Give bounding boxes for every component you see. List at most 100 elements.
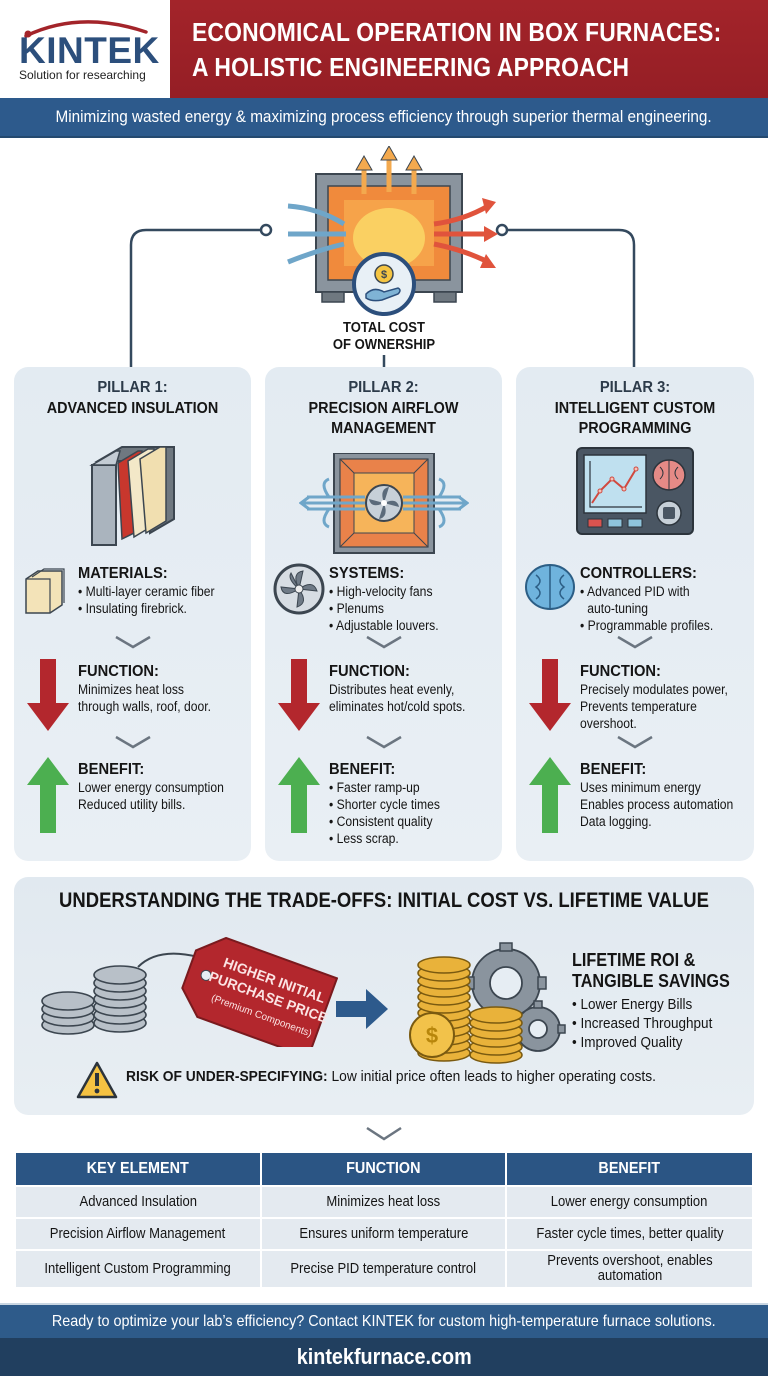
- benefit-text: • Shorter cycle times: [329, 797, 440, 812]
- table-cell: Precise PID temperature control: [262, 1251, 506, 1287]
- table-cell: Advanced Insulation: [16, 1187, 260, 1217]
- roi-list: • Lower Energy Bills • Increased Through…: [572, 995, 712, 1052]
- systems-item: • Plenums: [329, 601, 384, 616]
- risk-label: RISK OF UNDER-SPECIFYING:: [126, 1068, 328, 1085]
- pillar-number: PILLAR 2:: [348, 379, 419, 396]
- function-text: Distributes heat evenly,: [329, 682, 455, 697]
- roi-item: • Lower Energy Bills: [572, 996, 693, 1013]
- benefit-text: Data logging.: [580, 814, 652, 829]
- furnace-icon: $: [287, 146, 498, 316]
- arrow-down-red-icon: [529, 659, 571, 731]
- arrow-down-red-icon: [27, 659, 69, 731]
- pillar-number: PILLAR 3:: [599, 379, 671, 396]
- controllers-section: CONTROLLERS: • Advanced PID with auto-tu…: [580, 565, 748, 634]
- materials-section: MATERIALS: • Multi-layer ceramic fiber •…: [78, 565, 245, 617]
- benefit-text: Lower energy consumption: [78, 780, 224, 795]
- logo-wordmark: KINTEK: [19, 30, 160, 71]
- website-bar: kintekfurnace.com: [0, 1338, 768, 1376]
- arrow-down-red-icon: [278, 659, 320, 731]
- svg-text:$: $: [381, 269, 387, 281]
- connector-lines-icon: [129, 223, 636, 368]
- gold-coins-gears-icon: $: [409, 942, 566, 1064]
- roi-item: • Improved Quality: [572, 1034, 683, 1051]
- risk-text: Low initial price often leads to higher …: [327, 1068, 656, 1085]
- systems-heading: SYSTEMS:: [329, 565, 405, 582]
- pillar-title: ADVANCED INSULATION: [26, 399, 239, 419]
- function-text: Precisely modulates power,: [580, 682, 728, 697]
- benefit-section: BENEFIT: • Faster ramp-up • Shorter cycl…: [329, 761, 496, 847]
- title-banner: ECONOMICAL OPERATION IN BOX FURNACES: A …: [170, 0, 768, 98]
- systems-section: SYSTEMS: • High-velocity fans • Plenums …: [329, 565, 496, 634]
- function-section: FUNCTION: Distributes heat evenly, elimi…: [329, 663, 496, 715]
- benefit-section: BENEFIT: Lower energy consumption Reduce…: [78, 761, 245, 813]
- controllers-item: auto-tuning: [587, 601, 649, 616]
- roi-item: • Increased Throughput: [572, 1015, 713, 1032]
- pillar-title-line2: MANAGEMENT: [331, 420, 436, 437]
- chevron-down-icon: [365, 1126, 403, 1147]
- function-section: FUNCTION: Precisely modulates power, Pre…: [580, 663, 748, 732]
- benefit-text: Enables process automation: [580, 797, 734, 812]
- function-section: FUNCTION: Minimizes heat loss through wa…: [78, 663, 245, 715]
- chevron-down-icon: [516, 635, 754, 649]
- materials-heading: MATERIALS:: [78, 565, 168, 582]
- table-row: Precision Airflow Management Ensures uni…: [16, 1219, 752, 1249]
- function-text: overshoot.: [580, 716, 637, 731]
- table-cell: Minimizes heat loss: [262, 1187, 506, 1217]
- function-heading: FUNCTION:: [329, 663, 410, 680]
- tco-label: TOTAL COST OF OWNERSHIP: [294, 320, 474, 354]
- logo-arc-icon: [24, 20, 148, 38]
- pillar-title-line1: ADVANCED INSULATION: [46, 400, 219, 417]
- kintek-logo[interactable]: KINTEK Solution for researching: [0, 0, 170, 98]
- table-cell: Lower energy consumption: [507, 1187, 752, 1217]
- controllers-item: • Programmable profiles.: [580, 618, 714, 633]
- hero-section: $ TOTAL COST OF OWNERSHIP: [0, 140, 768, 370]
- insulation-layers-icon: [14, 439, 251, 549]
- benefit-heading: BENEFIT:: [580, 761, 647, 778]
- cta-bar: Ready to optimize your lab’s efficiency?…: [0, 1303, 768, 1338]
- table-header-row: KEY ELEMENT FUNCTION BENEFIT: [16, 1153, 752, 1185]
- summary-table: KEY ELEMENT FUNCTION BENEFIT Advanced In…: [14, 1151, 754, 1289]
- table-cell: Faster cycle times, better quality: [507, 1219, 752, 1249]
- warning-icon: [76, 1061, 118, 1099]
- function-text: Minimizes heat loss: [78, 682, 185, 697]
- page-title-line1: ECONOMICAL OPERATION IN BOX FURNACES:: [192, 17, 722, 47]
- tco-label-line2: OF OWNERSHIP: [332, 337, 436, 353]
- pillar-advanced-insulation: PILLAR 1: ADVANCED INSULATION MATERIALS:…: [14, 367, 251, 861]
- pillar-title-line1: INTELLIGENT CUSTOM: [554, 400, 716, 417]
- page-title-line2: A HOLISTIC ENGINEERING APPROACH: [192, 52, 630, 82]
- brain-icon: [525, 564, 575, 610]
- website-link[interactable]: kintekfurnace.com: [296, 1344, 472, 1369]
- logo-tagline: Solution for researching: [19, 68, 146, 82]
- pillar-title-line2: PROGRAMMING: [578, 420, 692, 437]
- controllers-heading: CONTROLLERS:: [580, 565, 697, 582]
- pillar-precision-airflow: PILLAR 2: PRECISION AIRFLOW MANAGEMENT: [265, 367, 502, 861]
- tco-label-line1: TOTAL COST: [343, 320, 425, 336]
- table-row: Intelligent Custom Programming Precise P…: [16, 1251, 752, 1287]
- coins-price-tag-icon: HIGHER INITIAL PURCHASE PRICE (Premium C…: [41, 937, 338, 1047]
- table-cell: Intelligent Custom Programming: [16, 1251, 260, 1287]
- arrow-up-green-icon: [27, 757, 69, 833]
- svg-text:$: $: [426, 1023, 438, 1048]
- function-text: eliminates hot/cold spots.: [329, 699, 466, 714]
- subtitle-bar: Minimizing wasted energy & maximizing pr…: [0, 98, 768, 138]
- header: KINTEK Solution for researching ECONOMIC…: [0, 0, 768, 98]
- benefit-text: Reduced utility bills.: [78, 797, 186, 812]
- cta-text: Ready to optimize your lab’s efficiency?…: [52, 1312, 716, 1330]
- benefit-text: • Faster ramp-up: [329, 780, 420, 795]
- table-cell: Ensures uniform temperature: [262, 1219, 506, 1249]
- risk-note: RISK OF UNDER-SPECIFYING: Low initial pr…: [126, 1068, 656, 1085]
- systems-item: • High-velocity fans: [329, 584, 433, 599]
- chevron-down-icon: [516, 735, 754, 749]
- pillar-intelligent-programming: PILLAR 3: INTELLIGENT CUSTOM PROGRAMMING…: [516, 367, 754, 861]
- pillar-title: PRECISION AIRFLOW MANAGEMENT: [277, 399, 490, 439]
- benefit-heading: BENEFIT:: [78, 761, 145, 778]
- benefit-section: BENEFIT: Uses minimum energy Enables pro…: [580, 761, 748, 830]
- arrow-up-green-icon: [278, 757, 320, 833]
- function-text: Prevents temperature: [580, 699, 697, 714]
- controllers-item: • Advanced PID with: [580, 584, 690, 599]
- arrow-up-green-icon: [529, 757, 571, 833]
- benefit-heading: BENEFIT:: [329, 761, 396, 778]
- table-cell: Prevents overshoot, enables automation: [507, 1251, 752, 1287]
- function-heading: FUNCTION:: [78, 663, 159, 680]
- column-header-function: FUNCTION: [262, 1153, 506, 1185]
